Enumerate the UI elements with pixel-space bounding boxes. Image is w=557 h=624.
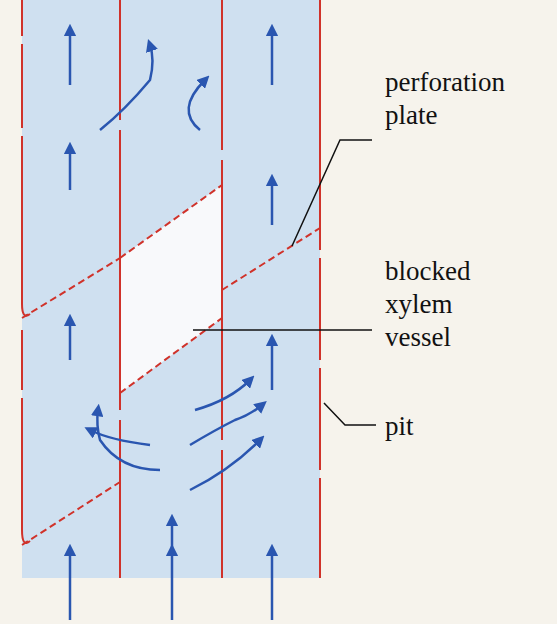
part-label: perforation plate [385,66,545,132]
flow-arrows [70,30,272,620]
plate-corners [22,304,30,543]
vessel-fill [22,0,320,578]
blocked-vessel [120,185,222,393]
vessel-walls [22,0,320,578]
part-label: pit [385,410,545,443]
leader-lines [193,140,376,425]
perforation-plates [22,185,320,545]
part-label: blocked xylem vessel [385,255,525,354]
